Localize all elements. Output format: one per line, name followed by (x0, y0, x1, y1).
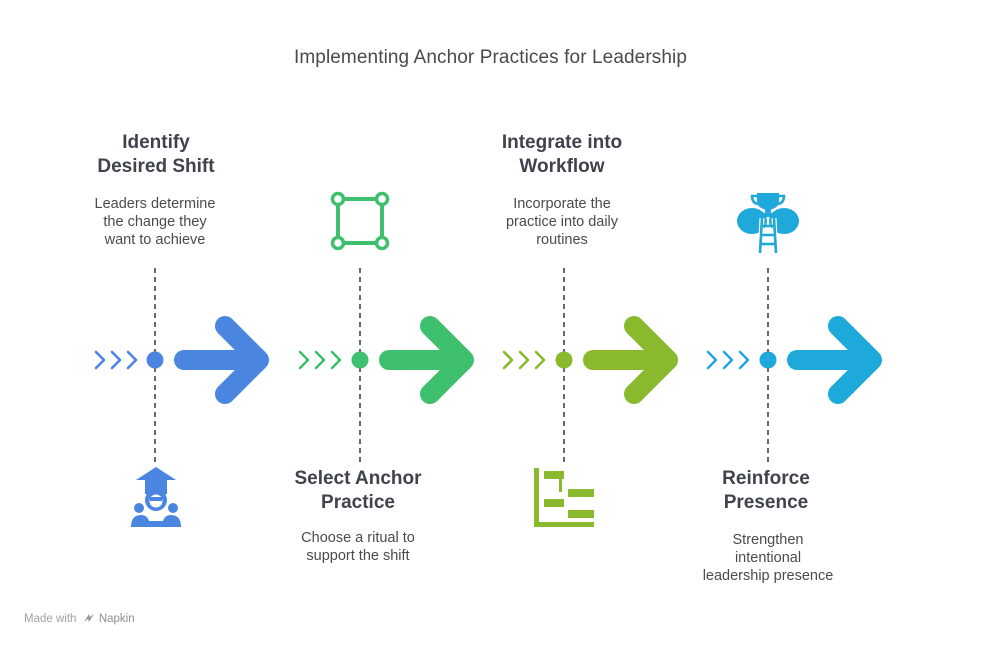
step-4 (706, 193, 882, 462)
step-1 (94, 268, 269, 527)
step-3-chevrons (502, 350, 546, 370)
step-1-description: Leaders determine the change they want t… (94, 196, 216, 248)
step-2-marker (351, 351, 369, 369)
footer-brand: Napkin (98, 613, 135, 625)
gantt-chart-icon (534, 468, 594, 527)
trophy-ladder-icon (737, 193, 799, 254)
step-3-arrow (583, 316, 678, 404)
step-2-chevrons (298, 350, 342, 370)
step-2-description: Choose a ritual to support the shift (301, 530, 415, 564)
step-4-heading: Reinforce Presence (722, 468, 810, 513)
step-1-arrow (174, 316, 269, 404)
step-1-marker (146, 351, 164, 369)
step-3-heading: Integrate into Workflow (501, 132, 623, 177)
step-2 (298, 191, 474, 462)
step-4-arrow (787, 316, 882, 404)
step-2-arrow (379, 316, 474, 404)
step-3-marker (555, 351, 573, 369)
vector-square-icon (330, 191, 390, 251)
step-3 (502, 268, 678, 527)
diagram-title: Implementing Anchor Practices for Leader… (293, 47, 688, 68)
step-3-description: Incorporate the practice into daily rout… (505, 196, 619, 248)
napkin-logo-icon (83, 614, 94, 622)
step-2-heading: Select Anchor Practice (294, 468, 422, 513)
step-1-chevrons (94, 350, 138, 370)
footer-prefix: Made with (24, 613, 77, 625)
step-4-description: Strengthen intentional leadership presen… (702, 532, 834, 584)
graduate-icon (131, 467, 181, 527)
step-4-chevrons (706, 350, 750, 370)
step-1-heading: Identify Desired Shift (97, 132, 215, 177)
step-4-marker (759, 351, 777, 369)
footer-credit: Made with Napkin (24, 613, 135, 625)
